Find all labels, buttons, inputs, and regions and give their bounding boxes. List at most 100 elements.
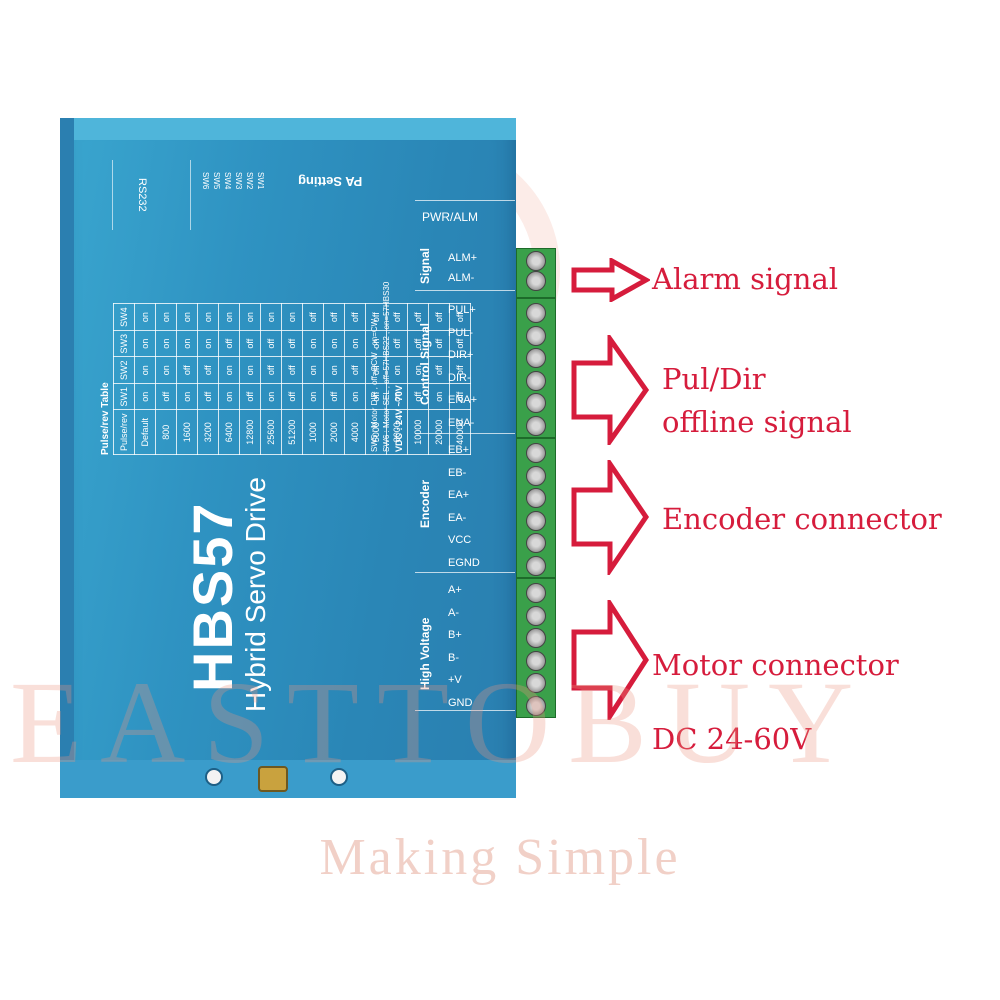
watermark-brand: EASTTOBUY: [10, 657, 872, 788]
encoder-group-label: Encoder: [418, 479, 432, 528]
table-cell: off: [260, 330, 282, 357]
terminal-screw-icon[interactable]: [526, 415, 546, 436]
table-cell: on: [197, 303, 219, 331]
terminal-screw-icon[interactable]: [526, 325, 546, 346]
table-cell: 4000: [344, 409, 366, 455]
table-cell: on: [155, 303, 177, 331]
terminal-screw-icon[interactable]: [526, 555, 546, 576]
terminal-screw-icon[interactable]: [526, 605, 546, 626]
terminal-screw-icon[interactable]: [526, 271, 546, 291]
pulse-table-title: Pulse/rev Table: [100, 382, 111, 455]
terminal-screw-icon[interactable]: [526, 393, 546, 413]
servo-drive-body: [60, 118, 516, 798]
terminal-screw-icon[interactable]: [526, 370, 546, 391]
table-cell: off: [281, 330, 303, 357]
table-cell: on: [176, 330, 198, 357]
terminal-screw-icon[interactable]: [526, 510, 546, 531]
table-cell: 12800: [239, 409, 261, 455]
table-cell: on: [344, 330, 366, 357]
dip-switch-label: SW2: [245, 172, 254, 190]
pa-setting-label: PA Setting: [298, 174, 363, 189]
pin-label: EB-: [448, 466, 467, 479]
pin-label: PUL-: [448, 326, 474, 339]
table-header: SW4: [113, 303, 135, 331]
table-cell: on: [134, 383, 156, 410]
vdc-note: VDC : 24V ~70V: [394, 385, 404, 452]
ground-screw-icon: [258, 766, 288, 792]
table-cell: on: [218, 383, 240, 410]
pin-label: ALM-: [448, 272, 475, 284]
table-cell: off: [323, 383, 345, 410]
dip-switch-label: SW6: [201, 172, 210, 190]
table-cell: 6400: [218, 409, 240, 455]
arrow-right-icon: [571, 335, 650, 445]
table-cell: on: [155, 356, 177, 384]
dip-switch-label: SW5: [212, 172, 221, 190]
terminal-screw-icon[interactable]: [526, 533, 546, 553]
terminal-screw-icon[interactable]: [526, 650, 546, 671]
table-cell: 51200: [281, 409, 303, 455]
table-cell: on: [260, 383, 282, 410]
pin-label: A-: [448, 606, 459, 619]
terminal-screw-icon[interactable]: [526, 695, 546, 716]
rs232-label: RS232: [136, 178, 148, 212]
control-group-label: Control Signal: [418, 323, 432, 405]
table-cell: on: [260, 303, 282, 331]
table-cell: on: [344, 383, 366, 410]
table-cell: off: [344, 356, 366, 384]
arrow-right-icon: [571, 258, 650, 302]
terminal-screw-icon[interactable]: [526, 251, 546, 271]
pin-label: B-: [448, 651, 459, 664]
pin-label: EB+: [448, 444, 470, 456]
table-cell: off: [344, 303, 366, 331]
arrow-right-icon: [571, 460, 650, 575]
dip-switch-label: SW3: [234, 172, 243, 190]
table-cell: on: [218, 356, 240, 384]
pin-label: A+: [448, 584, 462, 596]
terminal-screw-icon[interactable]: [526, 583, 546, 603]
pwr-alm-label: PWR/ALM: [422, 210, 479, 224]
table-cell: on: [176, 383, 198, 410]
watermark-tagline: Making Simple: [319, 829, 681, 886]
terminal-screw-icon[interactable]: [526, 348, 546, 368]
encoder-connector-callout: Encoder connector: [662, 502, 942, 536]
dc-voltage-callout: DC 24-60V: [652, 722, 812, 756]
drive-left-flange: [60, 118, 74, 798]
table-cell: off: [155, 383, 177, 410]
table-header: Pulse/rev: [113, 409, 135, 455]
pin-label: GND: [448, 696, 473, 709]
table-cell: on: [176, 303, 198, 331]
table-cell: 1000: [302, 409, 324, 455]
pin-label: VCC: [448, 534, 472, 546]
table-cell: on: [302, 383, 324, 410]
mount-hole-icon: [330, 768, 348, 786]
terminal-screw-icon[interactable]: [526, 465, 546, 486]
dip-switch-label: SW1: [256, 172, 265, 190]
drive-top-edge: [60, 118, 516, 140]
pin-label: ALM+: [448, 252, 478, 264]
table-cell: off: [218, 330, 240, 357]
mount-hole-icon: [205, 768, 223, 786]
table-cell: off: [302, 303, 324, 331]
arrow-right-icon: [571, 600, 649, 720]
terminal-screw-icon[interactable]: [526, 673, 546, 693]
dip-switch-label: SW4: [223, 172, 232, 190]
sw5-note: SW5 : Motor DIR , off=CCW , on=CW: [370, 318, 379, 452]
pin-label: B+: [448, 629, 462, 641]
terminal-screw-icon[interactable]: [526, 303, 546, 323]
terminal-screw-icon[interactable]: [526, 488, 546, 508]
table-cell: on: [218, 303, 240, 331]
table-cell: on: [302, 330, 324, 357]
terminal-screw-icon[interactable]: [526, 443, 546, 463]
pin-label: PUL+: [448, 304, 476, 316]
table-header: SW3: [113, 330, 135, 357]
terminal-screw-icon[interactable]: [526, 628, 546, 648]
table-cell: 25600: [260, 409, 282, 455]
